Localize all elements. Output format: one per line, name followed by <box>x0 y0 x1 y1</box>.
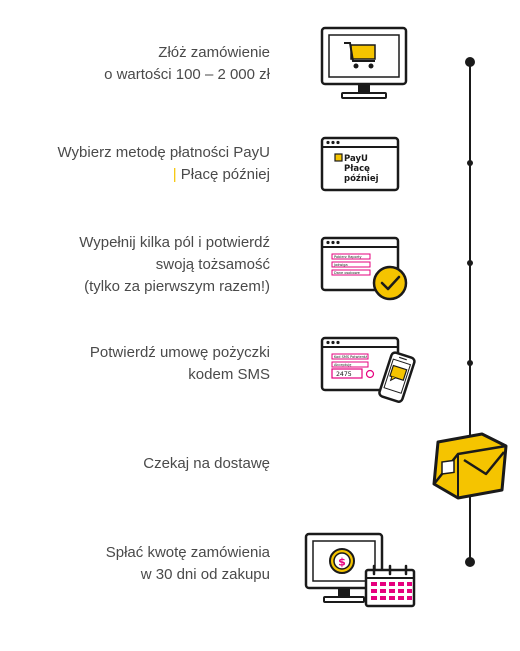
payment-calendar-icon: $ <box>304 532 416 608</box>
step-5-line1: Czekaj na dostawę <box>143 455 270 472</box>
timeline-dot <box>467 160 473 166</box>
form-field-2: Jadwiga <box>333 263 348 267</box>
step-4-line1: Potwierdź umowę pożyczki <box>89 344 270 361</box>
payu-brand-line3: później <box>344 173 379 184</box>
timeline-dot <box>467 260 473 266</box>
payu-brand-line2: Płacę <box>344 164 370 174</box>
payu-brand-line1: PayU <box>344 154 368 164</box>
shopping-cart-monitor-icon <box>320 26 408 99</box>
step-1-line1: Złóż zamówienie <box>158 44 270 61</box>
step-1-line2: o wartości 100 – 2 000 zł <box>104 66 270 83</box>
step-4-text: Potwierdź umowę pożyczki kodem SMS <box>10 342 270 386</box>
step-6-line2: w 30 dni od zakupu <box>140 566 270 583</box>
step-3-text: Wypełnij kilka pól i potwierdź swoją toż… <box>10 232 270 298</box>
form-verified-icon: Pobierz Raporty Jadwiga Dane osobowe <box>320 236 408 301</box>
sms-code-phone-icon: Kod SMS Potwierdź Akceptuję 2475 <box>320 336 416 403</box>
step-2-line2-rest: Płacę później <box>176 166 270 183</box>
sms-form-field-2: Akceptuję <box>334 363 351 367</box>
dollar-sign-icon: $ <box>338 556 346 569</box>
step-2-line2: | Płacę później <box>10 164 270 186</box>
step-3-line1: Wypełnij kilka pól i potwierdź <box>79 234 270 251</box>
delivery-box-icon <box>432 432 508 500</box>
step-2-separator: | <box>172 166 177 183</box>
form-field-3: Dane osobowe <box>334 271 360 275</box>
step-1-text: Złóż zamówienie o wartości 100 – 2 000 z… <box>10 42 270 86</box>
step-2-line1: Wybierz metodę płatności PayU <box>57 144 270 161</box>
step-6-line1: Spłać kwotę zamówienia <box>105 544 270 561</box>
timeline-line <box>469 62 471 564</box>
step-3-line3: (tylko za pierwszym razem!) <box>84 278 270 295</box>
sms-code-value: 2475 <box>336 370 352 378</box>
step-3-line2: swoją tożsamość <box>155 256 270 273</box>
timeline-dot <box>467 360 473 366</box>
step-6-text: Spłać kwotę zamówienia w 30 dni od zakup… <box>10 542 270 586</box>
form-field-1: Pobierz Raporty <box>334 255 362 259</box>
timeline-dot-start <box>465 57 475 67</box>
sms-form-field-1: Kod SMS Potwierdź <box>334 355 367 359</box>
step-5-text: Czekaj na dostawę <box>10 453 270 475</box>
timeline-dot-end <box>465 557 475 567</box>
step-4-line2: kodem SMS <box>188 366 270 383</box>
step-2-text: Wybierz metodę płatności PayU | Płacę pó… <box>10 142 270 186</box>
payu-browser-window-icon: PayU Płacę później <box>320 136 400 192</box>
